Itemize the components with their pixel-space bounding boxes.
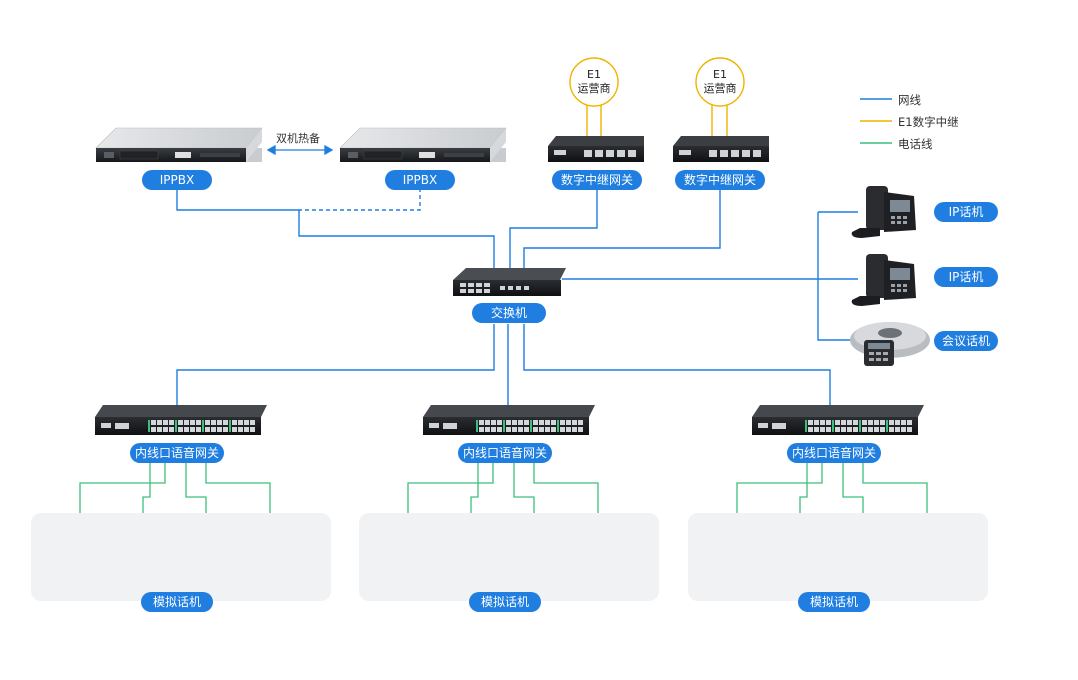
e1-operator-1-line1: E1	[587, 68, 601, 81]
cable-trunk-gw-2	[523, 188, 721, 268]
ippbx-main-label: IPPBX	[142, 170, 212, 190]
legend-phone-line: 电话线	[898, 137, 933, 151]
fxs-gateway-2-image	[423, 405, 595, 435]
ip-phone-2-image	[851, 254, 916, 306]
e1-operator-1: E1 运营商	[564, 68, 624, 96]
analog-phones-2-label: 模拟话机	[469, 592, 541, 612]
ip-phone-1-image	[851, 186, 916, 238]
legend-swatches	[860, 98, 892, 144]
fxs-gateway-3-image	[752, 405, 924, 435]
e1-operator-2-line2: 运营商	[703, 82, 737, 95]
cable-fxs-gw-3	[523, 324, 831, 405]
cable-fxs-gw-1	[176, 324, 495, 405]
ippbx-server-backup-image	[339, 127, 507, 162]
e1-operator-circle-2	[695, 57, 745, 107]
analog-panel-3	[688, 513, 988, 601]
trunk-gateway-2-image	[673, 136, 769, 162]
e1-operator-circle-1	[569, 57, 619, 107]
e1-cables	[569, 57, 745, 136]
analog-panel-1	[31, 513, 331, 601]
fxs-gateway-2-label: 内线口语音网关	[458, 443, 552, 463]
analog-phones-1-label: 模拟话机	[141, 592, 213, 612]
legend-e1: E1数字中继	[898, 115, 959, 129]
fxs-gateway-3-label: 内线口语音网关	[787, 443, 881, 463]
fxs-gateway-1-image	[95, 405, 267, 435]
switch-label: 交换机	[472, 303, 546, 323]
conference-phone-image	[850, 322, 930, 366]
trunk-gateway-1-image	[548, 136, 644, 162]
ip-phone-2-label: IP话机	[934, 267, 998, 287]
ip-phone-1-label: IP话机	[934, 202, 998, 222]
legend-network: 网线	[898, 93, 921, 107]
cable-trunk-gw-1	[509, 188, 598, 268]
fxs-gateway-1-label: 内线口语音网关	[130, 443, 224, 463]
switch-image	[453, 268, 566, 296]
e1-operator-2-line1: E1	[713, 68, 727, 81]
network-cables	[176, 188, 858, 405]
hot-standby-arrow	[266, 144, 334, 156]
cable-ippbx-main	[176, 188, 495, 268]
trunk-gateway-2-label: 数字中继网关	[675, 170, 765, 190]
conference-phone-label: 会议话机	[934, 331, 998, 351]
analog-panel-2	[359, 513, 659, 601]
ippbx-backup-label: IPPBX	[385, 170, 455, 190]
fxs-gateways-images	[95, 405, 924, 435]
cable-ippbx-backup	[299, 188, 421, 211]
hot-standby-label: 双机热备	[276, 132, 320, 145]
e1-operator-2: E1 运营商	[690, 68, 750, 96]
analog-phones-3-label: 模拟话机	[798, 592, 870, 612]
ippbx-server-main-image	[95, 127, 263, 162]
cable-ip-phones-bus	[817, 212, 858, 341]
trunk-gateway-1-label: 数字中继网关	[552, 170, 642, 190]
e1-operator-1-line2: 运营商	[577, 82, 611, 95]
